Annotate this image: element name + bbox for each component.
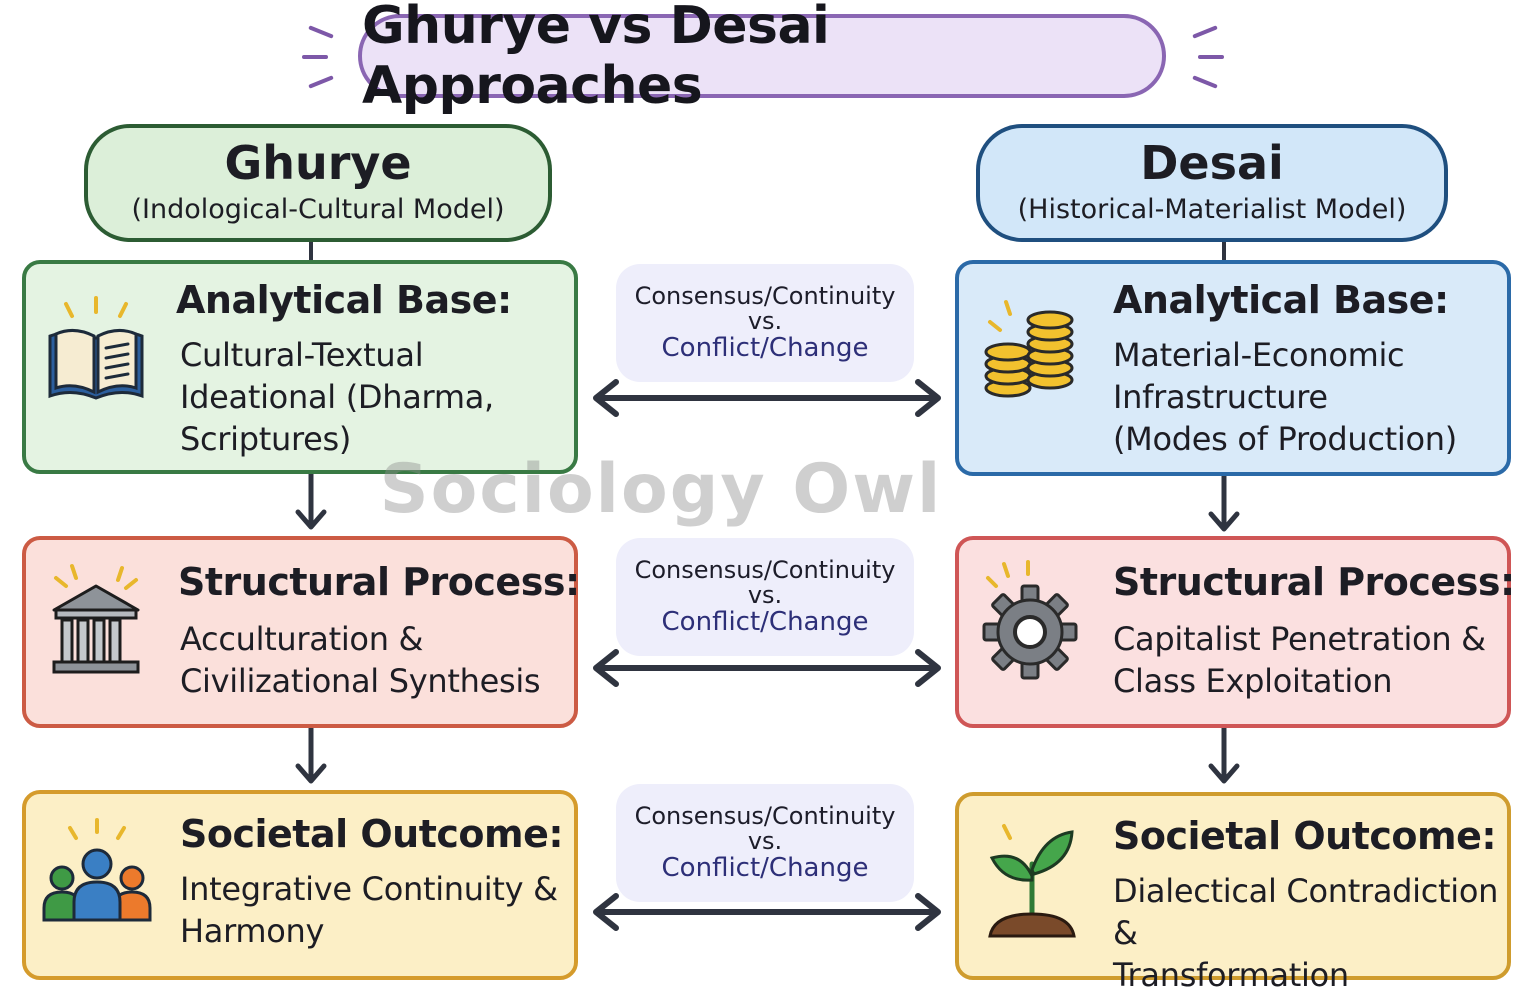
desai-analytical-base-box: Analytical Base: Material-Economic Infra…: [955, 260, 1511, 476]
desai-name: Desai: [1140, 136, 1284, 191]
desai-analytical-base-text: Material-Economic Infrastructure (Modes …: [1113, 336, 1457, 459]
sprouting-plant-icon: [988, 824, 1076, 938]
comparison-arrow-3: [593, 893, 941, 931]
ghurye-model: (Indological-Cultural Model): [131, 193, 505, 225]
desai-analytical-base-heading: Analytical Base:: [1113, 278, 1449, 322]
temple-columns-icon: [52, 564, 140, 674]
desai-header-connector: [1222, 242, 1226, 262]
ghurye-societal-outcome-box: Societal Outcome: Integrative Continuity…: [22, 790, 578, 980]
people-group-icon: [42, 818, 152, 922]
comparison-label-2-line2: vs.: [747, 581, 783, 610]
ghurye-header-connector: [309, 242, 313, 262]
desai-down-arrow-2: [1208, 726, 1240, 784]
comparison-label-2: Consensus/Continuity vs. Conflict/Change: [616, 538, 914, 656]
comparison-label-3-line1: Consensus/Continuity: [634, 801, 896, 830]
ghurye-structural-process-heading: Structural Process:: [178, 560, 580, 604]
diagram-title: Ghurye vs Desai Approaches: [358, 0, 1166, 116]
ghurye-header: Ghurye (Indological-Cultural Model): [84, 124, 552, 242]
comparison-label-2-line3: Conflict/Change: [661, 606, 869, 637]
diagram-title-text: Ghurye vs Desai Approaches: [362, 0, 830, 116]
open-book-icon: [48, 296, 144, 400]
ghurye-societal-outcome-text: Integrative Continuity & Harmony: [180, 870, 558, 951]
ghurye-down-arrow-1: [295, 472, 327, 530]
comparison-label-2-line1: Consensus/Continuity: [634, 555, 896, 584]
comparison-arrow-1: [593, 379, 941, 417]
ghurye-down-arrow-2: [295, 726, 327, 784]
comparison-label-1: Consensus/Continuity vs. Conflict/Change: [616, 264, 914, 382]
desai-societal-outcome-box: Societal Outcome: Dialectical Contradict…: [955, 792, 1511, 994]
ghurye-societal-outcome-heading: Societal Outcome:: [180, 812, 564, 856]
desai-structural-process-heading: Structural Process:: [1113, 560, 1515, 604]
desai-societal-outcome-text: Dialectical Contradiction & Transformati…: [1113, 872, 1499, 995]
desai-header: Desai (Historical-Materialist Model): [976, 124, 1448, 242]
watermark: Sociology Owl: [379, 450, 943, 529]
ghurye-name: Ghurye: [224, 136, 412, 191]
gear-icon: [982, 560, 1078, 680]
comparison-label-1-line1: Consensus/Continuity: [634, 281, 896, 310]
desai-model: (Historical-Materialist Model): [1017, 193, 1407, 225]
comparison-label-1-line2: vs.: [747, 307, 783, 336]
desai-down-arrow-1: [1208, 474, 1240, 532]
desai-societal-outcome-heading: Societal Outcome:: [1113, 814, 1497, 858]
desai-structural-process-text: Capitalist Penetration & Class Exploitat…: [1113, 620, 1486, 701]
comparison-arrow-2: [593, 649, 941, 687]
ghurye-analytical-base-heading: Analytical Base:: [176, 278, 512, 322]
ghurye-structural-process-text: Acculturation & Civilizational Synthesis: [180, 620, 541, 701]
ghurye-analytical-base-text: Cultural-Textual Ideational (Dharma, Scr…: [180, 336, 494, 459]
comparison-label-3-line3: Conflict/Change: [661, 852, 869, 883]
comparison-label-1-line3: Conflict/Change: [661, 332, 869, 363]
comparison-label-3: Consensus/Continuity vs. Conflict/Change: [616, 784, 914, 902]
comparison-label-3-line2: vs.: [747, 827, 783, 856]
coin-stacks-icon: [984, 300, 1074, 398]
